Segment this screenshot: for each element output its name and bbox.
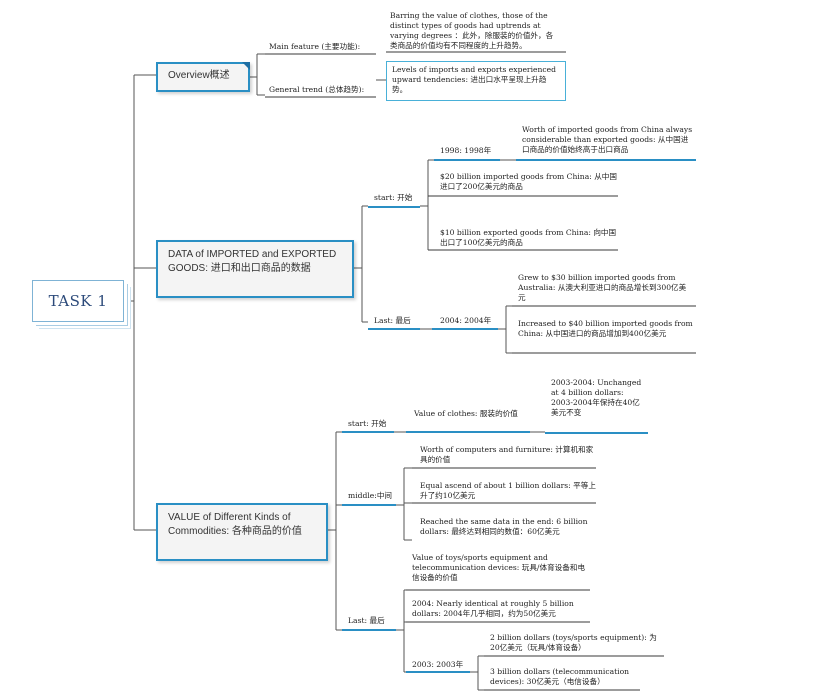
overview-node[interactable]: Overview概述 bbox=[156, 62, 250, 92]
data-start-label[interactable]: start: 开始 bbox=[374, 193, 413, 202]
general-trend-text[interactable]: Levels of imports and exports experience… bbox=[386, 61, 566, 101]
main-feature-label[interactable]: Main feature (主要功能): bbox=[269, 42, 361, 51]
toys-text[interactable]: Value of toys/sports equipment and telec… bbox=[412, 553, 586, 582]
data-title: DATA of IMPORTED and EXPORTED GOODS: 进口和… bbox=[168, 249, 337, 274]
year-2003-label[interactable]: 2003: 2003年 bbox=[412, 660, 464, 669]
value-title: VALUE of Different Kinds of Commodities:… bbox=[168, 512, 302, 537]
data-node[interactable]: DATA of IMPORTED and EXPORTED GOODS: 进口和… bbox=[156, 240, 354, 298]
grew-30-text[interactable]: Grew to $30 billion imported goods from … bbox=[518, 273, 687, 302]
computers-text[interactable]: Worth of computers and furniture: 计算机和家具… bbox=[420, 445, 594, 464]
equal-ascend-text[interactable]: Equal ascend of about 1 billion dollars:… bbox=[420, 481, 596, 500]
year-1998-label[interactable]: 1998: 1998年 bbox=[440, 146, 492, 155]
overview-title: Overview概述 bbox=[168, 70, 230, 81]
clothes-label[interactable]: Value of clothes: 服装的价值 bbox=[414, 409, 518, 418]
year-2004-label[interactable]: 2004: 2004年 bbox=[440, 316, 492, 325]
three-billion-text[interactable]: 3 billion dollars (telecommunication dev… bbox=[490, 667, 630, 686]
reached-6-text[interactable]: Reached the same data in the end: 6 bill… bbox=[420, 517, 588, 536]
root-title: TASK 1 bbox=[48, 292, 108, 310]
import-20-text[interactable]: $20 billion imported goods from China: 从… bbox=[440, 172, 617, 191]
folded-corner-icon bbox=[242, 62, 250, 70]
increased-40-text[interactable]: Increased to $40 billion imported goods … bbox=[518, 319, 693, 338]
main-feature-text[interactable]: Barring the value of clothes, those of t… bbox=[390, 11, 554, 50]
china-note-text[interactable]: Worth of imported goods from China alway… bbox=[522, 125, 693, 154]
root-node[interactable]: TASK 1 bbox=[32, 280, 124, 322]
nearly-5-text[interactable]: 2004: Nearly identical at roughly 5 bill… bbox=[412, 599, 574, 618]
export-10-text[interactable]: $10 billion exported goods from China: 向… bbox=[440, 228, 617, 247]
data-last-label[interactable]: Last: 最后 bbox=[374, 316, 411, 325]
value-node[interactable]: VALUE of Different Kinds of Commodities:… bbox=[156, 503, 328, 561]
clothes-note-text[interactable]: 2003-2004: Unchanged at 4 billion dollar… bbox=[551, 378, 642, 417]
middle-label[interactable]: middle:中间 bbox=[348, 491, 393, 500]
value-start-label[interactable]: start: 开始 bbox=[348, 419, 387, 428]
two-billion-text[interactable]: 2 billion dollars (toys/sports equipment… bbox=[490, 633, 657, 652]
value-last-label[interactable]: Last: 最后 bbox=[348, 616, 385, 625]
general-trend-label[interactable]: General trend (总体趋势): bbox=[269, 85, 365, 94]
